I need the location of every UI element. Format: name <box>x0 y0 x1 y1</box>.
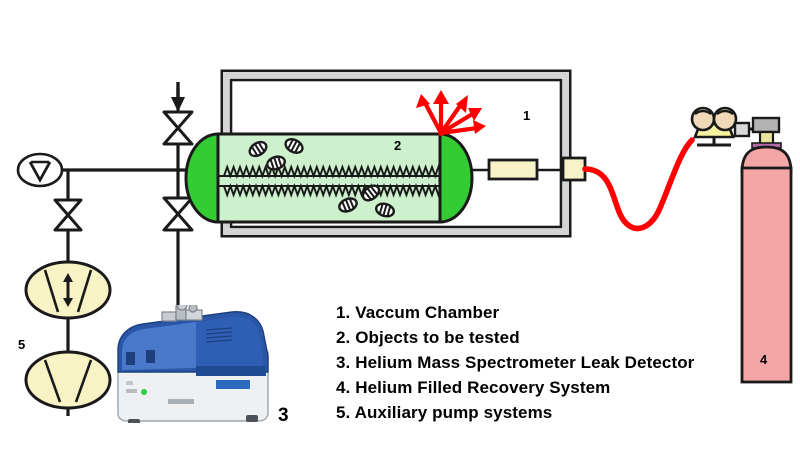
leak-detector-instrument[interactable] <box>117 300 269 425</box>
callout-label-detector: 3 <box>278 405 289 426</box>
leak-arrows <box>416 90 486 136</box>
helium-hose <box>582 137 695 232</box>
leak-arrow-3 <box>439 95 468 135</box>
leak-arrow-2 <box>433 90 449 133</box>
callout-label-recovery-system: 4 <box>760 352 768 367</box>
legend-item: 3. Helium Mass Spectrometer Leak Detecto… <box>336 353 695 372</box>
valve-lower-center[interactable] <box>162 196 194 232</box>
inlet-arrow <box>171 82 185 112</box>
vacuum-gauge[interactable] <box>16 152 64 188</box>
inline-fitting[interactable] <box>487 158 539 181</box>
chamber-wall-port[interactable] <box>561 156 587 182</box>
legend-item: 4. Helium Filled Recovery System <box>336 378 611 397</box>
pressure-regulator[interactable] <box>690 106 761 147</box>
leak-arrow-4 <box>439 108 482 135</box>
top-port-fittings <box>161 305 203 322</box>
valve-left[interactable] <box>53 198 83 232</box>
pump-lower[interactable] <box>24 350 112 410</box>
legend-item: 1. Vaccum Chamber <box>336 303 500 322</box>
legend: 1. Vaccum Chamber 2. Objects to be teste… <box>336 300 736 425</box>
vessel-particles-lower <box>338 184 396 218</box>
test-vessel <box>184 132 474 224</box>
callout-label-pumps: 5 <box>18 337 26 352</box>
vessel-particles-upper <box>248 138 304 171</box>
leak-arrow-1 <box>416 94 443 134</box>
pump-upper[interactable] <box>24 260 112 320</box>
callout-label-chamber: 1 <box>523 108 531 123</box>
legend-item: 2. Objects to be tested <box>336 328 520 347</box>
callout-label-test-object: 2 <box>394 138 402 153</box>
leak-arrow-5 <box>440 120 486 136</box>
legend-item: 5. Auxiliary pump systems <box>336 403 553 422</box>
valve-upper-center[interactable] <box>162 110 194 146</box>
gas-cylinder <box>740 116 793 384</box>
vessel-coils <box>218 164 440 198</box>
vent-grille <box>205 327 233 343</box>
